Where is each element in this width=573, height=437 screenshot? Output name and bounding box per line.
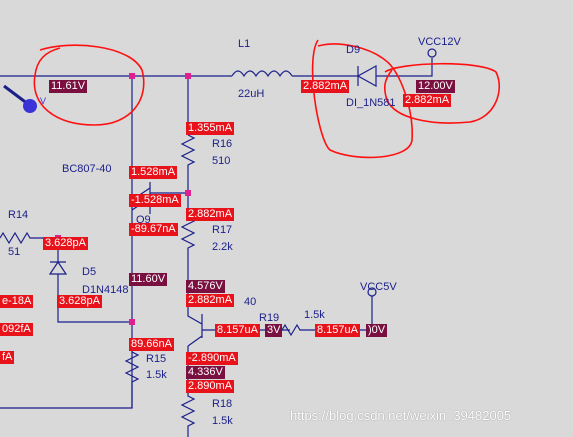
node-left-low [129, 319, 135, 325]
probe-v-4336[interactable]: 4.336V [186, 366, 225, 379]
diode-d5 [48, 238, 132, 323]
svg-text:V: V [40, 96, 46, 106]
probe-i-q9-a[interactable]: 1.528mA [129, 166, 178, 179]
transistor-q-lower [187, 300, 290, 347]
probe-i-12[interactable]: 2.882mA [403, 94, 452, 107]
voltage-marker-icon: V [3, 84, 46, 113]
label-r15-value: 1.5k [146, 369, 167, 381]
probe-v-q9b[interactable]: -89.67nA [129, 223, 178, 236]
node-top-mid [185, 73, 191, 79]
label-q-lower-part: 40 [244, 296, 257, 308]
node-top-left [129, 73, 135, 79]
annotation-circle-vcc12 [383, 62, 501, 124]
probe-i-r14[interactable]: 3.628pA [43, 237, 88, 250]
label-d9: D9 [346, 44, 361, 56]
label-r18-value: 1.5k [212, 415, 233, 427]
label-d5-part: D1N4148 [82, 284, 129, 296]
probe-v-a3v[interactable]: 3V [265, 324, 283, 337]
probe-v-node[interactable]: 11.60V [129, 273, 168, 286]
probe-v-in[interactable]: 11.61V [49, 80, 88, 93]
label-q9-part: BC807-40 [62, 163, 112, 175]
resistor-r15 [124, 345, 140, 408]
inductor-l1 [231, 70, 293, 78]
probe-i-2890[interactable]: 2.890mA [186, 380, 235, 393]
probe-v-4576[interactable]: 4.576V [186, 280, 225, 293]
label-l1: L1 [238, 38, 251, 50]
label-vcc5: VCC5V [360, 281, 397, 293]
vcc12-terminal [427, 48, 437, 58]
probe-i-d5[interactable]: 3.628pA [57, 295, 102, 308]
watermark: https://blog.csdn.net/weixin_39482005 [290, 408, 512, 423]
resistor-r14 [0, 231, 58, 245]
label-r19-value: 1.5k [304, 309, 325, 321]
label-r14: R14 [8, 209, 29, 221]
resistor-r16 [180, 134, 196, 192]
probe-i-2882b[interactable]: 2.882mA [186, 294, 235, 307]
label-r16-value: 510 [212, 155, 231, 167]
label-r15: R15 [146, 353, 167, 365]
probe-i-r16[interactable]: 1.355mA [186, 122, 235, 135]
vcc5-terminal [367, 287, 377, 297]
probe-left-a[interactable]: e-18A [0, 295, 34, 308]
label-r17-value: 2.2k [212, 241, 233, 253]
probe-i-r17[interactable]: 2.882mA [186, 208, 235, 221]
probe-v-00v[interactable]: )0V [366, 324, 388, 337]
probe-left-b[interactable]: 092fA [0, 323, 33, 336]
label-r16: R16 [212, 138, 233, 150]
label-l1-value: 22uH [238, 88, 265, 100]
label-r17: R17 [212, 224, 233, 236]
diode-d9 [356, 64, 377, 88]
probe-i-8157b[interactable]: 8.157uA [315, 324, 360, 337]
annotation-circle-d9 [311, 39, 413, 159]
label-r14-value: 51 [8, 246, 21, 258]
probe-left-c[interactable]: fA [0, 351, 15, 364]
annotation-circle-left [33, 44, 145, 126]
label-r18: R18 [212, 398, 233, 410]
probe-i-l1[interactable]: 2.882mA [301, 80, 350, 93]
probe-v-12[interactable]: 12.00V [416, 80, 455, 93]
node-r16-bottom [185, 190, 191, 196]
label-r19: R19 [259, 312, 280, 324]
probe-i-8966[interactable]: 89.66nA [129, 338, 174, 351]
probe-i-8157a[interactable]: 8.157uA [215, 324, 260, 337]
probe-i-q9-b[interactable]: -1.528mA [129, 194, 181, 207]
label-d9-part: DI_1N581 [346, 97, 396, 109]
probe-i-m2890[interactable]: -2.890mA [186, 352, 238, 365]
label-d5: D5 [82, 266, 97, 278]
resistor-r18 [180, 346, 196, 437]
label-vcc12: VCC12V [418, 36, 461, 48]
